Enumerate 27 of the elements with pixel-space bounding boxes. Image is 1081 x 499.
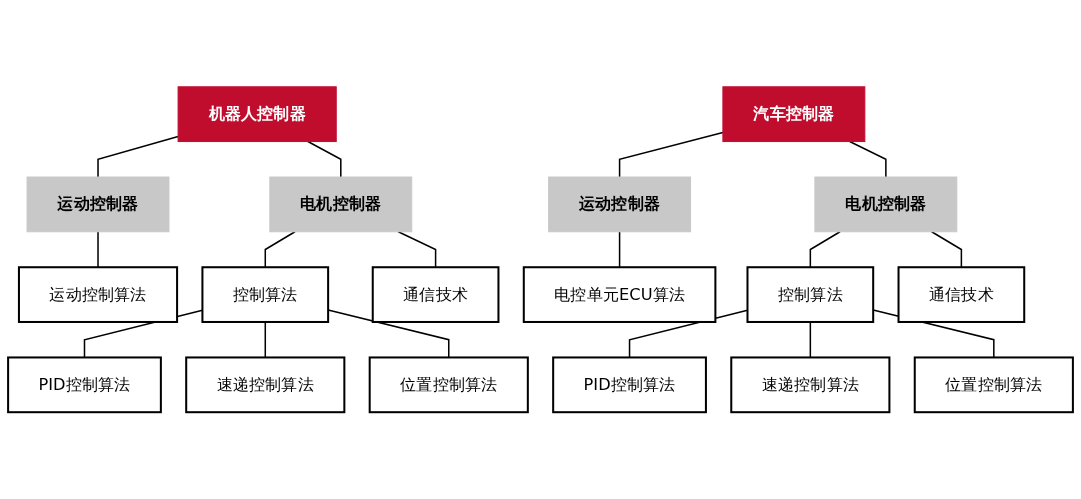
connector — [397, 231, 437, 268]
node-box: 速递控制算法 — [185, 356, 346, 414]
connector — [618, 231, 621, 268]
connector — [930, 231, 963, 268]
node-box: 电机控制器 — [814, 176, 958, 233]
node-box: 机器人控制器 — [177, 86, 337, 143]
node-box: 通信技术 — [897, 266, 1026, 323]
node-box: 运动控制器 — [26, 176, 170, 233]
node-box: 运动控制器 — [548, 176, 692, 233]
node-box: 运动控制算法 — [17, 266, 179, 323]
node-box: 位置控制算法 — [913, 356, 1074, 414]
connector — [97, 231, 99, 268]
node-box: 电机控制器 — [269, 176, 413, 233]
node-box: PID控制算法 — [7, 356, 162, 414]
connector — [307, 140, 342, 178]
node-box: 汽车控制器 — [722, 86, 866, 143]
connector — [848, 140, 887, 178]
node-box: PID控制算法 — [552, 356, 707, 414]
connector — [264, 231, 296, 268]
node-box: 控制算法 — [746, 266, 875, 323]
node-box: 位置控制算法 — [368, 356, 529, 414]
connector — [97, 135, 179, 178]
node-box: 速递控制算法 — [730, 356, 891, 414]
node-box: 电控单元ECU算法 — [522, 266, 717, 323]
node-box: 控制算法 — [201, 266, 330, 323]
node-box: 通信技术 — [371, 266, 500, 323]
connector — [809, 231, 841, 268]
